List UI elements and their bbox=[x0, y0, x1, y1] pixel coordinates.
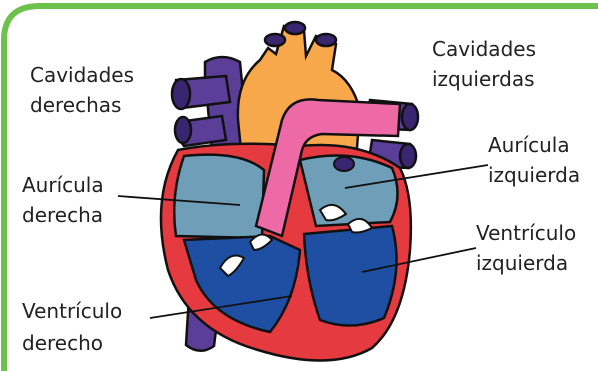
label-right-cavities: Cavidades derechas bbox=[30, 63, 140, 117]
label-left-ventricle: Ventrículo izquierda bbox=[476, 221, 583, 275]
left-ventricle bbox=[304, 226, 397, 326]
aorta-branch-3 bbox=[316, 34, 336, 46]
atrium-opening-left bbox=[334, 157, 354, 171]
label-left-atrium: Aurícula izquierda bbox=[488, 133, 580, 187]
right-veins bbox=[172, 57, 248, 150]
aorta-branch-1 bbox=[265, 34, 285, 46]
aorta-branch-2 bbox=[285, 22, 305, 34]
label-left-cavities: Cavidades izquierdas bbox=[432, 37, 542, 91]
label-right-ventricle: Ventrículo derecho bbox=[22, 299, 129, 355]
label-right-atrium: Aurícula derecha bbox=[22, 173, 110, 227]
right-atrium bbox=[174, 155, 264, 238]
